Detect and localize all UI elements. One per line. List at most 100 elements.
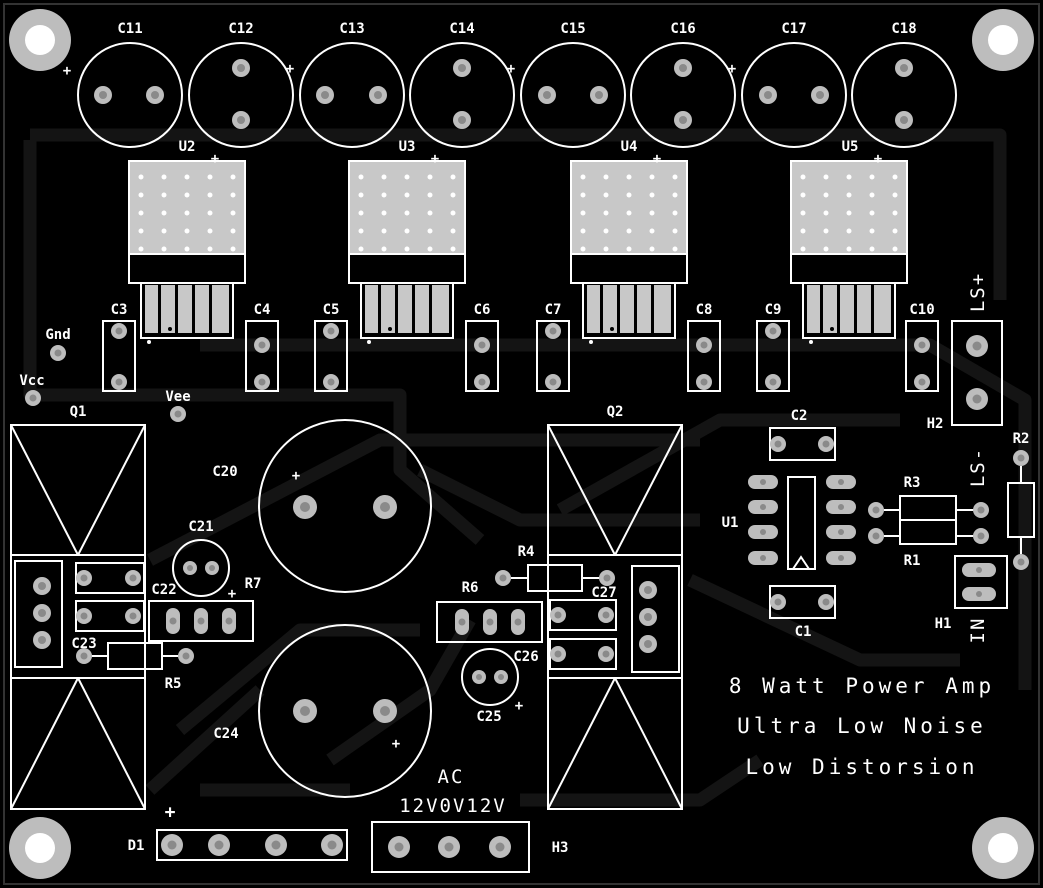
regulators: U2 + U3 + U4 + U5 + — [128, 139, 908, 345]
title-line-1: 8 Watt Power Amp — [729, 674, 995, 698]
capacitor-c2: C2 — [769, 408, 836, 461]
capacitor-c4 — [245, 320, 279, 392]
capacitor-c15 — [520, 42, 626, 148]
polarity-mark: + — [431, 151, 439, 167]
label-c4: C4 — [254, 302, 271, 318]
polarity-mark: + — [165, 802, 176, 823]
label-c15: C15 — [560, 21, 585, 37]
label-r7: R7 — [245, 576, 262, 592]
trimmer-r6: R6 — [436, 580, 543, 643]
label-c12: C12 — [228, 21, 253, 37]
capacitor-c13 — [299, 42, 405, 148]
resistor-r5: C23 R5 — [71, 636, 194, 692]
label-d1: D1 — [128, 838, 145, 854]
capacitor-c7 — [536, 320, 570, 392]
capacitor-c21: C21 + — [172, 519, 236, 602]
polarity-mark: + — [874, 151, 882, 167]
opamp-u1: U1 — [722, 475, 856, 570]
regulator-u5 — [790, 160, 908, 345]
label-h1: H1 — [935, 616, 952, 632]
label-r5: R5 — [165, 676, 182, 692]
polarity-mark: + — [507, 61, 515, 77]
label-c22: C22 — [151, 582, 176, 598]
test-points: Gnd Vcc Vee — [19, 327, 191, 422]
label-ls-minus: LS- — [967, 447, 989, 487]
capacitor-c25: C25 C26 + — [461, 648, 539, 725]
capacitor-c8 — [687, 320, 721, 392]
label-r4: R4 — [518, 544, 535, 560]
capacitor-c3 — [102, 320, 136, 392]
diode-bridge-d1: D1 + — [128, 802, 348, 861]
label-r3: R3 — [904, 475, 921, 491]
label-c5: C5 — [323, 302, 340, 318]
regulator-u3 — [348, 160, 466, 345]
label-c20: C20 — [212, 464, 237, 480]
label-h2: H2 — [927, 416, 944, 432]
capacitor-c11 — [77, 42, 183, 148]
label-h3: H3 — [552, 840, 569, 856]
mounting-holes — [9, 9, 1034, 879]
label-c8: C8 — [696, 302, 713, 318]
label-c6: C6 — [474, 302, 491, 318]
label-c23: C23 — [71, 636, 96, 652]
title-line-2: Ultra Low Noise — [737, 714, 987, 738]
label-c2: C2 — [791, 408, 808, 424]
resistor-r2: R2 — [1007, 431, 1035, 570]
resistors-r3-r1: R3 R1 — [868, 475, 989, 569]
capacitor-c20: + C20 — [212, 419, 432, 593]
label-c9: C9 — [765, 302, 782, 318]
label-c27: C27 — [591, 585, 616, 601]
label-c21: C21 — [188, 519, 213, 535]
label-c26: C26 — [513, 649, 538, 665]
board-title: 8 Watt Power Amp Ultra Low Noise Low Dis… — [729, 674, 995, 779]
label-r1: R1 — [904, 553, 921, 569]
polarity-mark: + — [292, 468, 300, 484]
polarity-mark: + — [728, 61, 736, 77]
polarity-mark: + — [286, 61, 294, 77]
regulator-u4 — [570, 160, 688, 345]
label-c11: C11 — [117, 21, 142, 37]
capacitor-c10 — [905, 320, 939, 392]
label-c17: C17 — [781, 21, 806, 37]
polarity-mark: + — [228, 586, 236, 602]
label-u4: U4 — [621, 139, 638, 155]
capacitor-c16 — [630, 42, 736, 148]
label-c1: C1 — [795, 624, 812, 640]
capacitor-c9 — [756, 320, 790, 392]
label-c7: C7 — [545, 302, 562, 318]
label-c3: C3 — [111, 302, 128, 318]
regulator-u2 — [128, 160, 246, 345]
trimmer-r7: C22 R7 — [148, 576, 262, 642]
polarity-mark: + — [515, 698, 523, 714]
label-u5: U5 — [842, 139, 859, 155]
label-r2: R2 — [1013, 431, 1030, 447]
label-gnd: Gnd — [45, 327, 70, 343]
label-c25: C25 — [476, 709, 501, 725]
label-in: IN — [967, 617, 989, 644]
polarity-mark: + — [653, 151, 661, 167]
label-u3: U3 — [399, 139, 416, 155]
label-ls-plus: LS+ — [967, 272, 989, 312]
polarity-mark: + — [211, 151, 219, 167]
label-u2: U2 — [179, 139, 196, 155]
label-c14: C14 — [449, 21, 474, 37]
capacitor-c17 — [741, 42, 847, 148]
polarity-mark: + — [63, 63, 71, 79]
transistor-q2: Q2 C27 — [547, 404, 683, 810]
label-ac-voltages: 12V0V12V — [399, 795, 507, 817]
label-c10: C10 — [909, 302, 934, 318]
label-c18: C18 — [891, 21, 916, 37]
capacitor-c1: C1 — [769, 585, 836, 640]
label-q1: Q1 — [70, 404, 87, 420]
capacitor-c5 — [314, 320, 348, 392]
capacitor-c14 — [409, 42, 515, 148]
capacitor-row-top: C11 + C12 + C13 C14 + C15 C16 + C17 C18 — [63, 21, 957, 148]
capacitor-row-mid: C3 C4 C5 C6 C7 C8 C9 C10 — [102, 302, 939, 392]
label-r6: R6 — [462, 580, 479, 596]
label-vee: Vee — [165, 389, 190, 405]
copper-traces — [23, 128, 1032, 807]
resistor-r4: R4 — [495, 544, 615, 592]
connector-h2: H2 LS+ LS- — [927, 272, 1003, 487]
label-ac: AC — [438, 766, 465, 788]
